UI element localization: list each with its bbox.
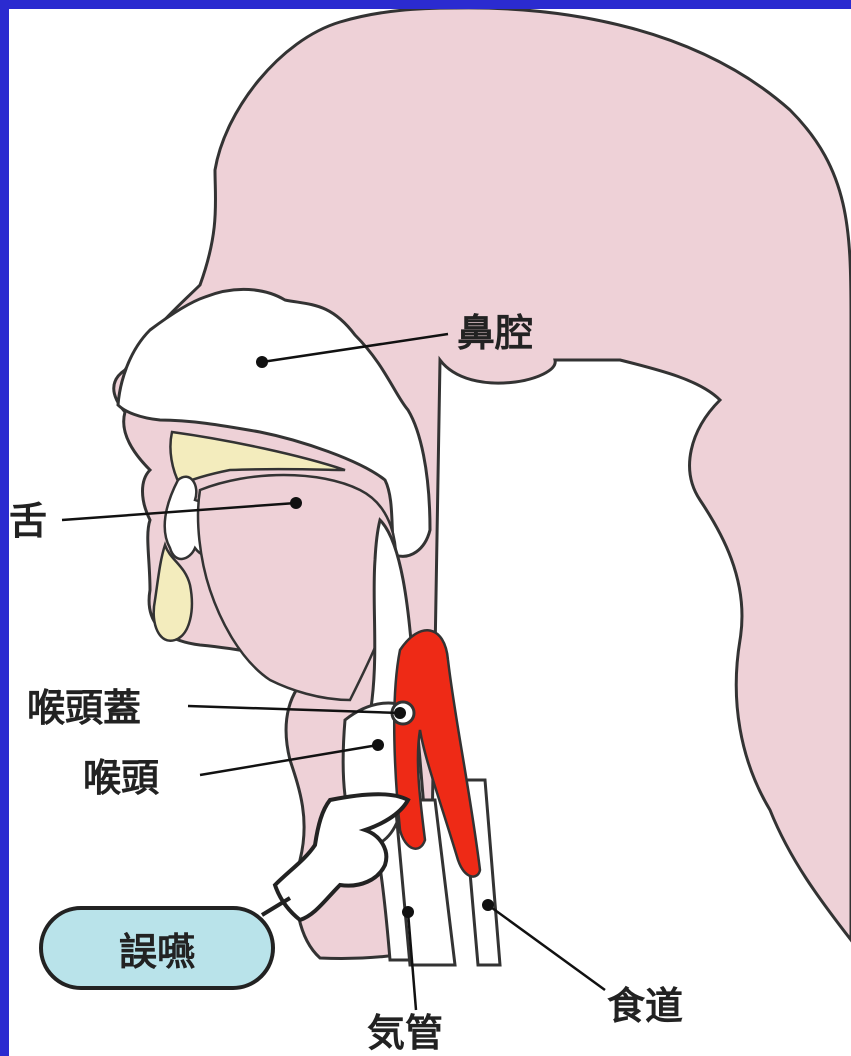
head-cross-section-diagram [9, 9, 851, 1056]
label-trachea: 気管 [367, 1014, 443, 1052]
label-esophagus: 食道 [607, 987, 683, 1025]
leader-esophagus [488, 905, 605, 990]
label-epiglottis: 喉頭蓋 [27, 689, 141, 727]
label-larynx: 喉頭 [83, 759, 159, 797]
aspiration-label: 誤嚥 [119, 921, 195, 976]
aspiration-badge: 誤嚥 [39, 906, 275, 990]
label-tongue: 舌 [9, 502, 47, 540]
diagram-canvas: 鼻腔 舌 喉頭蓋 喉頭 気管 食道 誤嚥 [9, 9, 851, 1056]
label-nasal-cavity: 鼻腔 [457, 314, 533, 352]
